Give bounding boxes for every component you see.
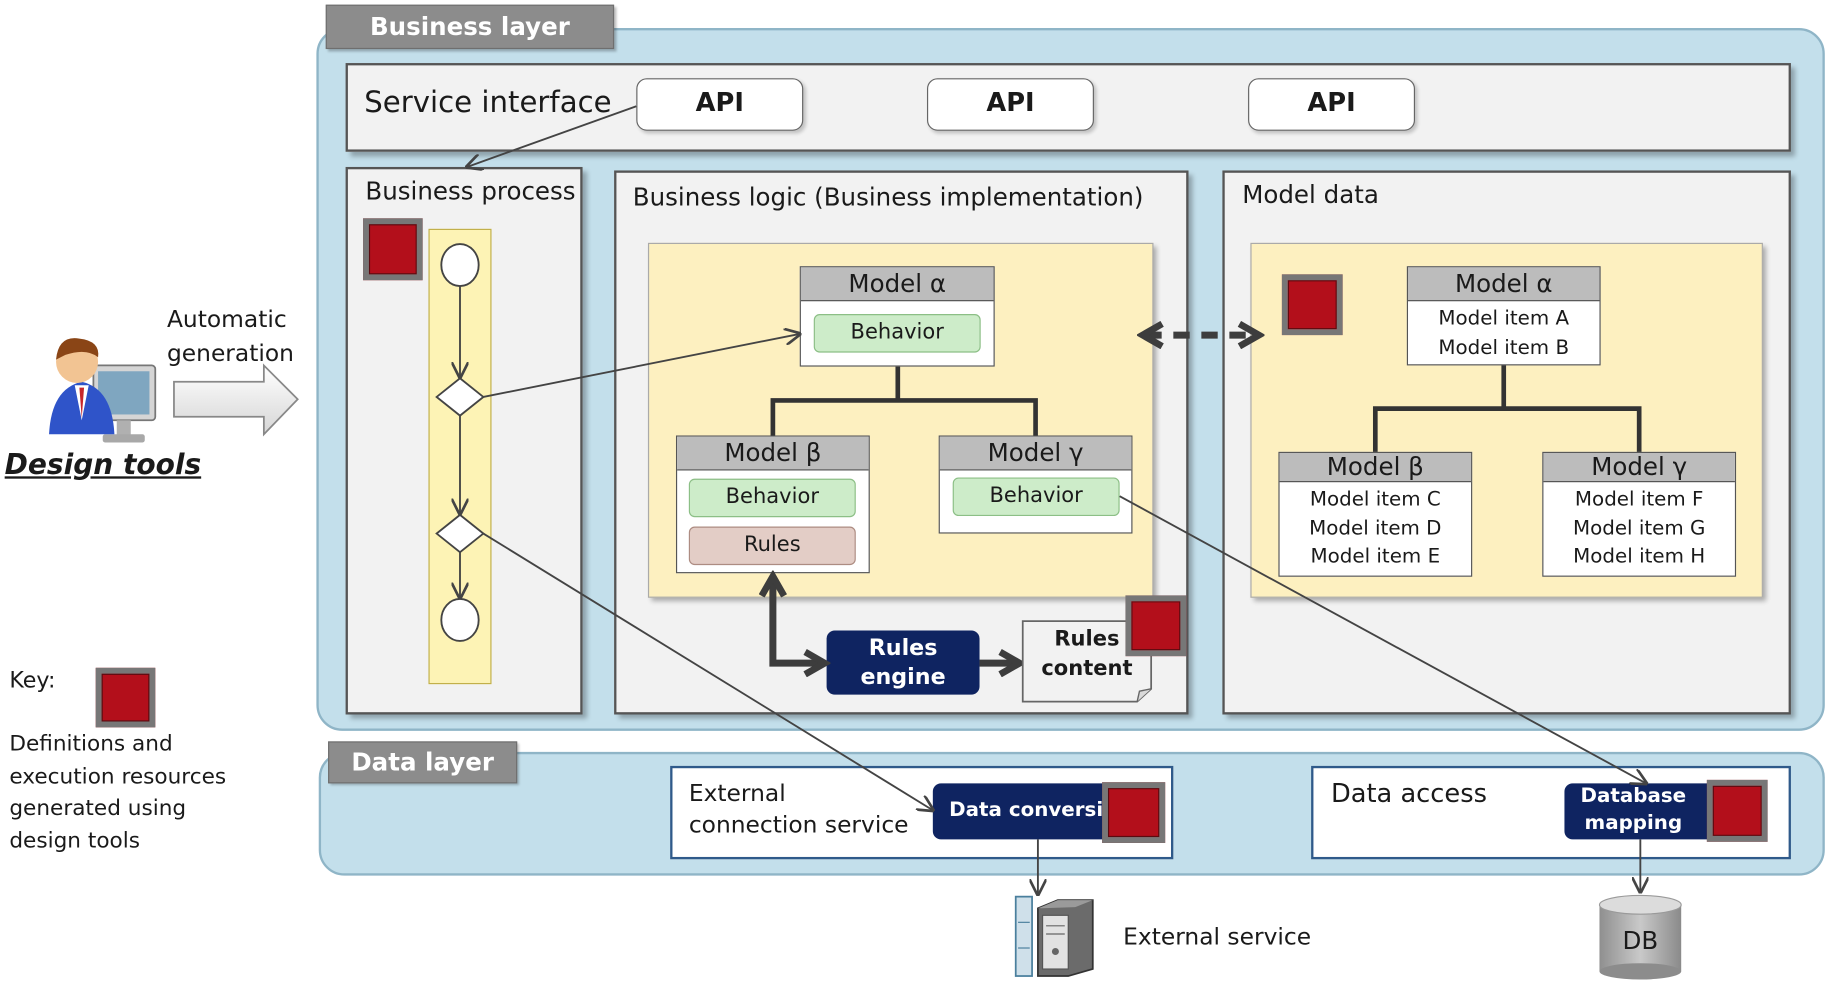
process-resource-marker [363, 218, 423, 281]
decision-to-data-conversion-arrow [482, 532, 932, 811]
logic-model-gamma-behavior: Behavior [952, 477, 1120, 517]
rules-content-label: Rules content [1041, 626, 1133, 681]
data-model-beta: Model β Model item C Model item D Model … [1278, 451, 1473, 577]
data-model-item-d: Model item D [1309, 516, 1442, 540]
logic-model-alpha-behavior: Behavior [813, 314, 981, 353]
rules-content-resource-marker [1125, 595, 1187, 657]
key-description: Definitions and execution resources gene… [9, 732, 227, 853]
data-conversion-resource-marker [1102, 782, 1166, 843]
db-label: DB [1622, 926, 1659, 956]
server-icon [1014, 895, 1094, 977]
logic-model-alpha-title: Model α [800, 267, 994, 302]
data-model-tree [1372, 365, 1642, 452]
database-cylinder-icon [1598, 894, 1682, 980]
business-layer-title: Business layer [325, 4, 615, 50]
logic-model-beta-rules: Rules [688, 526, 856, 566]
rules-to-engine-arrow [773, 579, 822, 663]
process-flow [435, 243, 485, 642]
business-process-label: Business process [365, 177, 576, 206]
behavior-to-database-mapping-arrow [1119, 495, 1647, 783]
data-model-beta-title: Model β [1279, 452, 1472, 483]
designer-person-icon [49, 338, 157, 443]
api-button-2[interactable]: API [926, 78, 1094, 131]
data-model-alpha: Model α Model item A Model item B [1406, 266, 1601, 366]
data-model-alpha-title: Model α [1408, 267, 1600, 302]
model-data-resource-marker [1281, 274, 1343, 336]
key-label: Key: [9, 667, 56, 694]
data-model-item-g: Model item G [1572, 516, 1706, 540]
data-access-label: Data access [1330, 779, 1487, 810]
key-resource-marker [95, 667, 156, 728]
rules-engine-box: Rules engine [826, 630, 980, 695]
data-model-item-a: Model item A [1438, 307, 1570, 331]
automatic-generation-label: Automatic generation [166, 304, 294, 367]
model-data-label: Model data [1242, 180, 1379, 209]
api-button-3[interactable]: API [1248, 78, 1416, 131]
api-button-1[interactable]: API [636, 78, 804, 131]
logic-model-tree [770, 366, 1038, 436]
external-service-label: External service [1123, 922, 1312, 951]
service-interface-label: Service interface [364, 85, 612, 120]
logic-model-beta-behavior: Behavior [688, 478, 856, 518]
database-mapping-resource-marker [1706, 779, 1768, 842]
data-model-item-c: Model item C [1309, 488, 1441, 512]
data-model-item-e: Model item E [1310, 545, 1441, 569]
api-to-process-arrow [467, 105, 637, 167]
automatic-generation-arrow [173, 363, 299, 437]
data-model-item-f: Model item F [1574, 488, 1704, 512]
data-model-gamma-title: Model γ [1543, 452, 1735, 483]
data-model-gamma: Model γ Model item F Model item G Model … [1542, 451, 1737, 577]
database-mapping-box: Database mapping [1564, 783, 1714, 840]
business-logic-label: Business logic (Business implementation) [632, 183, 1144, 212]
decision-to-behavior-arrow [483, 334, 799, 398]
data-model-item-h: Model item H [1573, 545, 1706, 569]
external-connection-label: External connection service [688, 778, 909, 839]
design-tools-label[interactable]: Design tools [4, 448, 202, 482]
data-layer-title: Data layer [328, 741, 518, 784]
logic-model-beta-title: Model β [677, 436, 869, 471]
data-model-item-b: Model item B [1438, 335, 1570, 360]
logic-model-gamma-title: Model γ [939, 436, 1132, 471]
data-conversion-box: Data conversio [932, 783, 1106, 840]
